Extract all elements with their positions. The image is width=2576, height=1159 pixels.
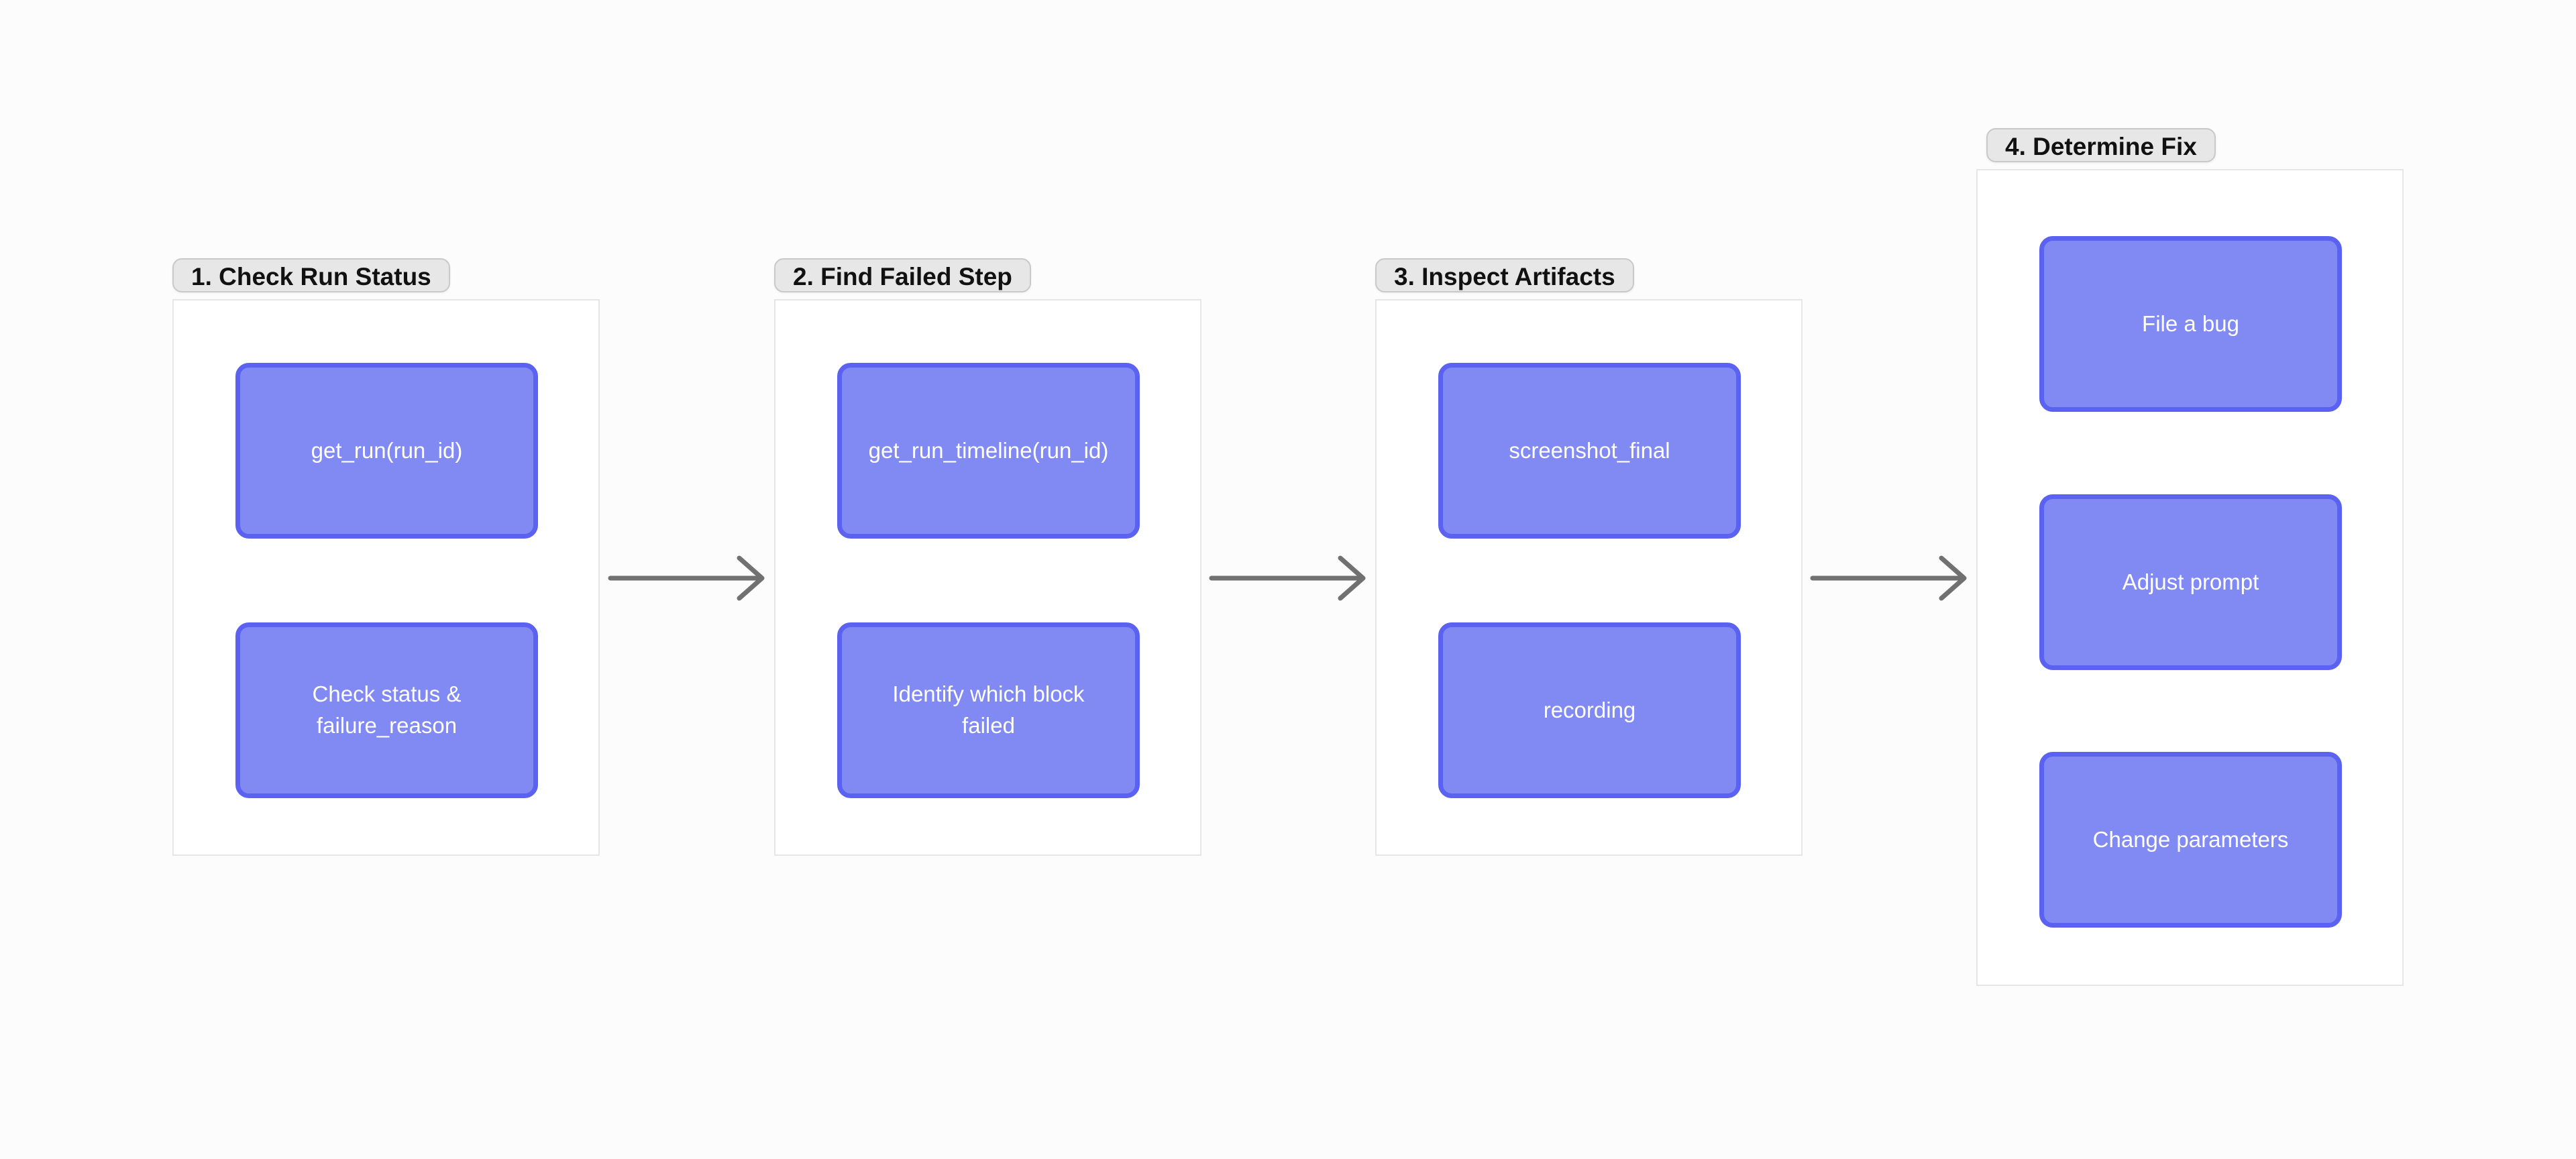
node-get-run-timeline[interactable]: get_run_timeline(run_id) [837,363,1140,539]
group-check-run-status: 1. Check Run Status get_run(run_id) Chec… [172,258,600,856]
node-label: Change parameters [2092,826,2289,852]
group-container-inspect-artifacts[interactable]: screenshot_final recording [1375,299,1803,856]
arrow-right-icon [1810,555,1967,601]
group-container-determine-fix[interactable]: File a bug Adjust prompt Change paramete… [1976,169,2404,986]
node-adjust-prompt[interactable]: Adjust prompt [2039,494,2342,670]
group-label-check-run-status[interactable]: 1. Check Run Status [172,258,450,292]
group-inspect-artifacts: 3. Inspect Artifacts screenshot_final re… [1375,258,1803,856]
arrow-right-icon [1209,555,1366,601]
node-get-run[interactable]: get_run(run_id) [235,363,538,539]
group-find-failed-step: 2. Find Failed Step get_run_timeline(run… [774,258,1201,856]
group-label-inspect-artifacts[interactable]: 3. Inspect Artifacts [1375,258,1634,292]
group-label-find-failed-step[interactable]: 2. Find Failed Step [774,258,1031,292]
group-determine-fix: 4. Determine Fix File a bug Adjust promp… [1976,128,2404,986]
node-label: recording [1543,697,1636,722]
node-recording[interactable]: recording [1438,622,1741,798]
node-check-status-failure-reason[interactable]: Check status & failure_reason [235,622,538,798]
node-label: Identify which block failed [892,681,1085,738]
group-container-find-failed-step[interactable]: get_run_timeline(run_id) Identify which … [774,299,1201,856]
node-label: get_run_timeline(run_id) [868,437,1109,463]
arrow-right-icon [608,555,765,601]
group-container-check-run-status[interactable]: get_run(run_id) Check status & failure_r… [172,299,600,856]
node-file-a-bug[interactable]: File a bug [2039,236,2342,412]
node-label: screenshot_final [1509,437,1670,463]
node-label: Adjust prompt [2122,569,2259,594]
group-label-determine-fix[interactable]: 4. Determine Fix [1986,128,2216,162]
node-change-parameters[interactable]: Change parameters [2039,752,2342,928]
node-identify-which-block-failed[interactable]: Identify which block failed [837,622,1140,798]
node-label: get_run(run_id) [311,437,463,463]
node-label: Check status & failure_reason [312,681,462,738]
node-label: File a bug [2142,311,2239,336]
node-screenshot-final[interactable]: screenshot_final [1438,363,1741,539]
